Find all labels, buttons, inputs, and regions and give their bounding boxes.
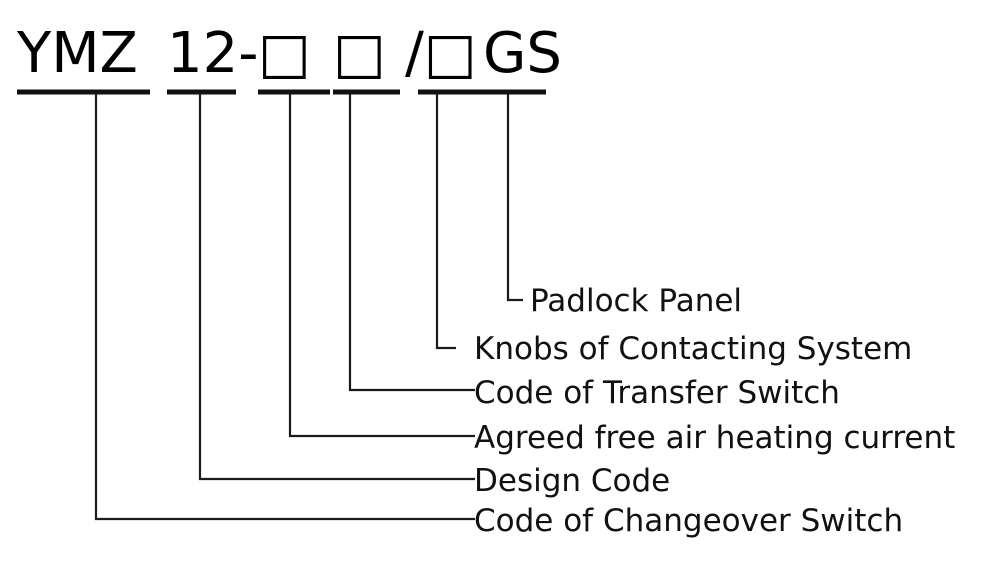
leader-line-design-code bbox=[198, 94, 475, 481]
leader-line-agreed-free-air-heating-current bbox=[288, 94, 475, 438]
model-code-segment-current: □ bbox=[258, 21, 311, 86]
leader-line-code-of-changeover-switch bbox=[94, 94, 475, 521]
callout-label-design-code: Design Code bbox=[474, 463, 670, 499]
callout-label-code-of-changeover-switch: Code of Changeover Switch bbox=[474, 503, 903, 539]
callout-label-code-of-transfer-switch: Code of Transfer Switch bbox=[474, 375, 840, 411]
callout-label-padlock-panel: Padlock Panel bbox=[530, 283, 742, 319]
model-code-segment-transfer: □ bbox=[333, 21, 386, 86]
leader-line-code-of-transfer-switch bbox=[348, 94, 475, 392]
callout-label-agreed-free-air-heating-current: Agreed free air heating current bbox=[474, 420, 955, 456]
leader-line-knobs-of-contacting-system bbox=[435, 94, 456, 350]
model-code-segment-padlock: GS bbox=[483, 21, 562, 86]
model-code-segment-knobs: /□ bbox=[405, 21, 477, 86]
leader-line-group bbox=[94, 94, 523, 521]
model-code-segment-design: 12- bbox=[167, 21, 258, 86]
model-code-segment-prefix: YMZ bbox=[16, 21, 138, 86]
leader-line-padlock-panel bbox=[506, 94, 523, 302]
callout-label-knobs-of-contacting-system: Knobs of Contacting System bbox=[474, 331, 912, 367]
